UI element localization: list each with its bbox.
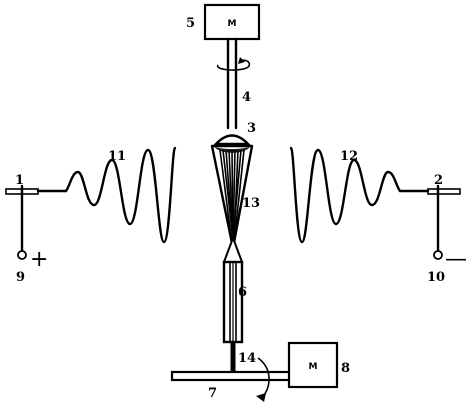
electrode-2 — [398, 184, 461, 260]
label-3: 3 — [247, 121, 256, 136]
label-11: 11 — [108, 149, 126, 164]
label-10: 10 — [427, 270, 445, 285]
field-wave-11 — [64, 146, 177, 244]
shaft-4 — [226, 37, 238, 130]
take-up-roller-7 — [170, 370, 292, 382]
negative-sign: — — [445, 247, 467, 272]
label-13: 13 — [242, 196, 260, 211]
label-6: 6 — [238, 285, 247, 300]
positive-sign: + — [30, 247, 48, 272]
label-5: 5 — [186, 16, 195, 31]
label-9: 9 — [16, 270, 25, 285]
field-wave-12 — [289, 146, 402, 244]
label-12: 12 — [340, 149, 358, 164]
motor-box-8 — [287, 341, 339, 389]
spinneret-head-3 — [213, 134, 251, 146]
electrode-1 — [5, 184, 68, 260]
label-14: 14 — [238, 351, 256, 366]
rotation-arrow-top-icon — [217, 57, 251, 71]
label-7: 7 — [208, 386, 217, 401]
rotation-arrow-bottom-icon — [256, 357, 270, 402]
motor-5-text: M — [228, 19, 237, 29]
label-8: 8 — [341, 361, 350, 376]
label-2: 2 — [434, 173, 443, 188]
fiber-cone-13 — [210, 144, 254, 250]
label-4: 4 — [242, 90, 251, 105]
label-1: 1 — [15, 173, 24, 188]
motor-8-text: M — [309, 362, 318, 372]
motor-box-5 — [203, 3, 261, 41]
